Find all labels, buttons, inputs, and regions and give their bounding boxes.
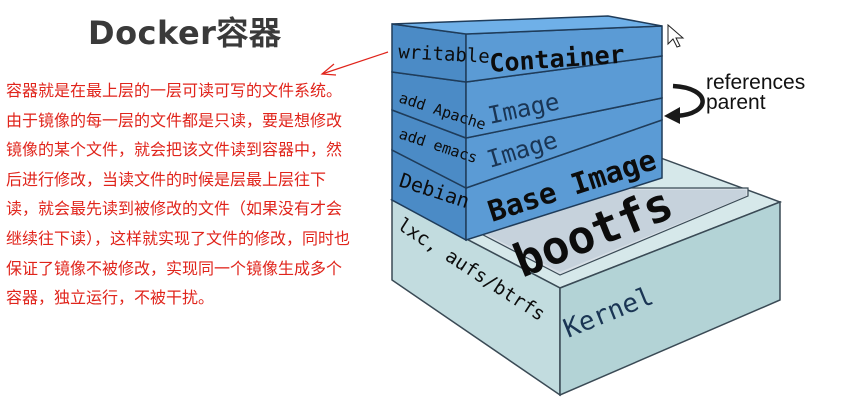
parent-label: parent: [706, 91, 766, 114]
description-paragraph-2: 由于镜像的每一层的文件都是只读，要是想修改镜像的某个文件，就会把该文件读到容器中…: [6, 110, 351, 308]
label-writable: writable: [398, 41, 491, 68]
description-paragraph-1: 容器就是在最上层的一层可读可写的文件系统。: [6, 81, 343, 100]
references-parent-arrow: [664, 83, 705, 124]
page-title: Docker容器: [88, 14, 282, 52]
pointer-arrow: [320, 51, 389, 76]
references-label: references: [706, 71, 805, 94]
description-text: 容器就是在最上层的一层可读可写的文件系统。 由于镜像的每一层的文件都是只读，要是…: [6, 76, 351, 313]
mouse-cursor-icon: [667, 23, 685, 48]
container-layer: [391, 15, 663, 83]
